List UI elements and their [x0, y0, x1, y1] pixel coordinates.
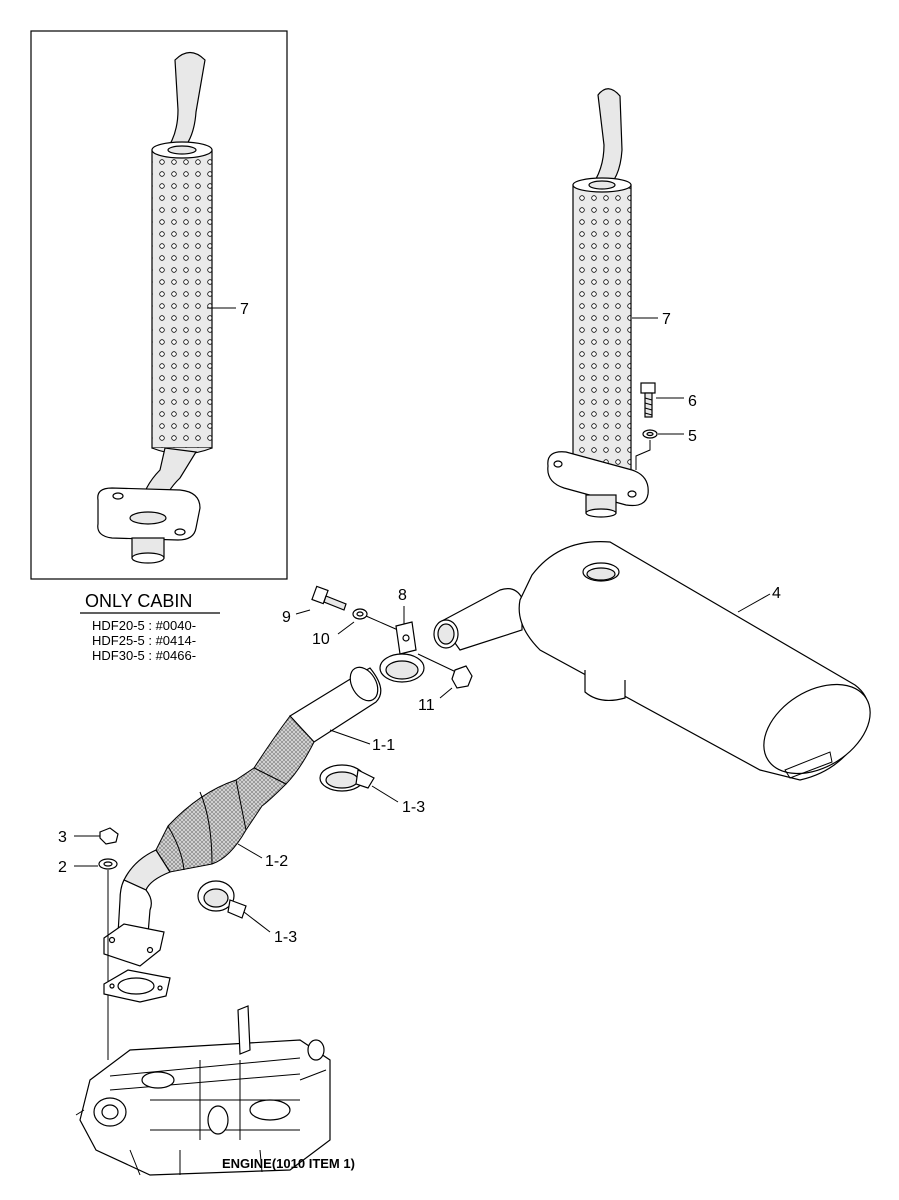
callout-2: 2	[58, 859, 67, 876]
callout-6: 6	[688, 393, 697, 410]
callout-10: 10	[312, 631, 330, 648]
inset-caption: ONLY CABIN	[85, 591, 192, 611]
inset-callout-7: 7	[240, 301, 249, 318]
pipe-1-1: 1-1	[253, 666, 395, 785]
inset-muffler-cover	[151, 141, 213, 455]
pipe-elbow-flange	[103, 879, 165, 967]
callout-5: 5	[688, 428, 697, 445]
gasket	[103, 969, 171, 1003]
nut-11: 11	[417, 653, 473, 714]
callout-4: 4	[772, 585, 781, 602]
nut-3: 3	[58, 827, 119, 846]
callout-1-3-lower: 1-3	[274, 929, 297, 946]
callout-11: 11	[418, 697, 435, 714]
callout-1-3-upper: 1-3	[402, 799, 425, 816]
model-hdf30: HDF30-5 : #0466-	[92, 648, 196, 663]
bracket-8: 8	[379, 587, 425, 683]
muffler-4: 4	[433, 541, 871, 781]
washer-10: 10	[312, 608, 399, 648]
muffler-cover-assembly: 7	[547, 88, 671, 518]
bolt-6: 6	[640, 382, 697, 418]
inset-flange	[97, 487, 201, 564]
bolt-9: 9	[282, 585, 347, 626]
engine-illustration	[75, 1005, 331, 1176]
washer-5: 5	[635, 428, 697, 470]
washer-2: 2	[58, 858, 118, 876]
callout-9: 9	[282, 609, 291, 626]
model-hdf20: HDF20-5 : #0040-	[92, 618, 196, 633]
clamp-upper: 1-3	[319, 764, 425, 816]
callout-7: 7	[662, 311, 671, 328]
pipe-1-2: 1-2	[123, 767, 288, 891]
callout-8: 8	[398, 587, 407, 604]
engine-label: ENGINE(1010 ITEM 1)	[222, 1156, 355, 1171]
callout-3: 3	[58, 829, 67, 846]
callout-1-1: 1-1	[372, 737, 395, 754]
callout-1-2: 1-2	[265, 853, 288, 870]
clamp-lower: 1-3	[197, 880, 297, 946]
model-hdf25: HDF25-5 : #0414-	[92, 633, 196, 648]
inset-panel: 7	[30, 30, 288, 580]
